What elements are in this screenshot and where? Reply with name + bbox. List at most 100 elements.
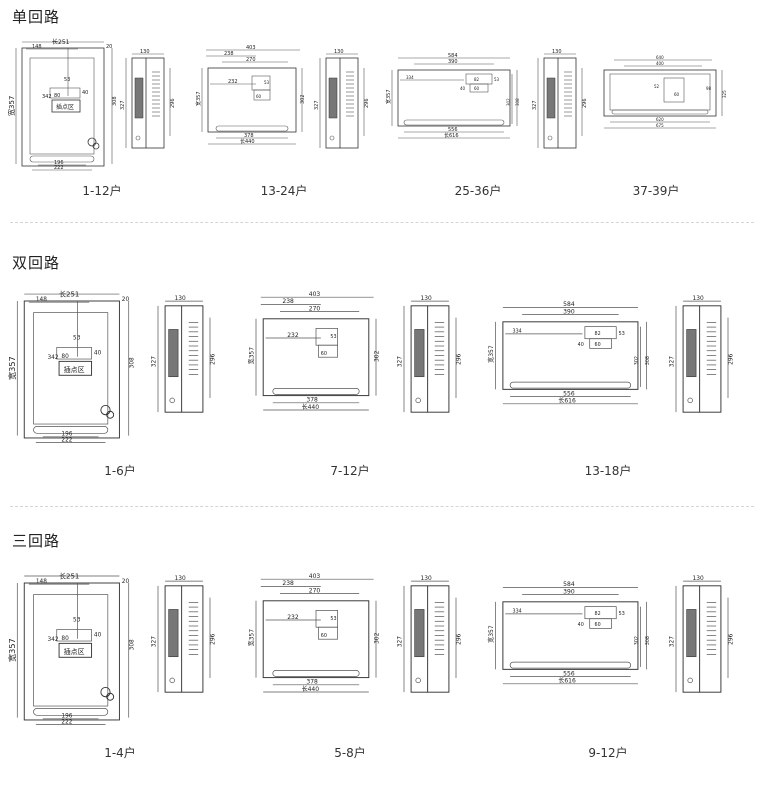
dim-height-outer: 327: [120, 100, 126, 110]
dim-bottom-inner: 378: [306, 397, 318, 404]
dim-height-outer: 327: [670, 636, 676, 647]
cabinet-front-wide-drawing: 584 390 334 82 53 40 60 宽357 302 308 556…: [487, 301, 651, 404]
dim-width: 宽357: [7, 356, 17, 380]
dim-top-outer: 403: [309, 573, 321, 580]
dim-vert-inner: 342: [47, 355, 58, 361]
box-label: 插点区: [64, 365, 85, 374]
dim-small-a: 53: [73, 335, 81, 341]
section-divider: [10, 222, 754, 223]
caption-25-36: 25-36户: [454, 184, 502, 198]
dim-height-outer: 327: [314, 100, 320, 110]
dim-box-a: 40: [578, 342, 584, 348]
dim-height-inner: 296: [729, 633, 735, 644]
dim-small-b: 40: [82, 90, 88, 96]
cabinet-side-drawing: 130 327 296: [314, 49, 370, 149]
dim-box-a: 40: [460, 86, 466, 91]
dim-top-outer: 584: [563, 581, 575, 588]
dim-top-mid: 270: [309, 587, 321, 594]
dim-width: 宽357: [7, 638, 17, 662]
dim-vert-right: 302: [373, 350, 380, 362]
dim-depth: 130: [693, 296, 704, 302]
dim-bottom-inner: 556: [448, 127, 458, 133]
cabinet-front-medium-drawing: 403 238 270 宽357 232 60 53 302 378 长440: [248, 573, 381, 693]
dim-length: 长440: [240, 138, 255, 145]
box-label: 60: [595, 342, 601, 348]
dim-width: 宽357: [487, 625, 495, 643]
dim-bottom-outer: 222: [61, 437, 72, 443]
dim-bottom-inner: 378: [244, 133, 254, 139]
dim-left: 232: [228, 79, 238, 85]
dim-vert-right: 302: [506, 98, 511, 106]
dim-width: 宽357: [385, 89, 392, 104]
dim-small-b: 40: [94, 350, 102, 356]
dim-height-inner: 296: [364, 98, 370, 108]
dim-mid: 52: [654, 84, 660, 89]
dim-left: 232: [287, 614, 299, 621]
dim-top-outer: 584: [563, 301, 575, 308]
dim-height-inner: 296: [582, 98, 588, 108]
dim-height-outer: 327: [152, 356, 158, 367]
dim-small-a: 82: [595, 331, 601, 337]
cabinet-front-xwide-drawing: 640 400 52 60 98 325 620 675: [603, 55, 727, 129]
dim-small-c: 80: [61, 636, 69, 642]
dim-height-inner: 296: [729, 353, 735, 364]
dim-vert-right: 302: [373, 632, 380, 644]
dim-depth: 130: [421, 296, 432, 302]
dim-small-a: 82: [474, 77, 480, 82]
dim-length: 长251: [59, 289, 79, 298]
dim-top-outer: 640: [656, 55, 664, 60]
caption-1-4: 1-4户: [104, 746, 136, 760]
cabinet-side-drawing: 130 327 296: [532, 49, 588, 149]
box-label: 插点区: [56, 103, 74, 111]
dim-height-outer: 327: [152, 636, 158, 647]
dim-bottom-inner: 556: [563, 670, 575, 677]
caption-5-8: 5-8户: [334, 746, 366, 760]
dim-top-outer: 584: [448, 53, 458, 59]
dim-vert-inner2: 308: [129, 639, 135, 650]
dim-right-b: 60: [674, 92, 680, 97]
dim-top-inner: 148: [36, 579, 47, 585]
dim-vert-inner: 342: [42, 94, 52, 100]
dim-width: 宽357: [248, 347, 256, 365]
dim-right-top: 20: [122, 297, 130, 303]
dim-small-b: 53: [619, 331, 625, 337]
caption-7-12: 7-12户: [330, 464, 370, 478]
dim-right-a: 98: [706, 86, 712, 91]
box-label: 插点区: [64, 647, 85, 656]
cabinet-front-small-drawing: 长251 148 宽357 插点区 80 53 40 342 308 20 19…: [7, 38, 118, 171]
dim-depth: 130: [552, 49, 562, 55]
dim-length: 长616: [558, 677, 576, 685]
dim-small-c: 80: [61, 354, 69, 360]
dim-small-b: 40: [94, 632, 102, 638]
dim-small-b: 53: [619, 611, 625, 617]
dim-right-top: 20: [106, 44, 112, 50]
dim-top-inner: 238: [282, 580, 294, 587]
caption-37-39: 37-39户: [632, 184, 680, 198]
caption-9-12: 9-12户: [588, 746, 628, 760]
dim-small-a: 53: [64, 77, 70, 83]
dim-small-a: 53: [330, 616, 336, 622]
section-title-double: 双回路: [12, 254, 61, 272]
cabinet-front-medium-drawing: 403 238 270 宽357 232 60 53 302 378 长440: [195, 45, 306, 145]
dim-right-c: 325: [722, 90, 727, 98]
dim-depth: 130: [140, 49, 150, 55]
dim-width: 宽357: [7, 96, 16, 116]
dim-left: 232: [287, 332, 299, 339]
dim-width: 宽357: [487, 345, 495, 363]
dim-height-inner: 296: [457, 353, 463, 364]
dim-left: 334: [513, 329, 522, 335]
dim-width: 宽357: [195, 91, 202, 106]
dim-top-mid: 270: [309, 305, 321, 312]
dim-bottom-inner: 620: [656, 117, 664, 122]
dim-vert-inner2: 308: [129, 357, 135, 368]
dim-top-inner: 400: [656, 61, 664, 66]
cabinet-side-drawing: 130 327 296: [398, 576, 463, 693]
section-title-triple: 三回路: [12, 532, 61, 550]
dim-bottom-inner: 196: [61, 432, 72, 438]
dim-top-inner: 148: [32, 44, 42, 50]
dim-bottom-inner: 378: [306, 679, 318, 686]
dim-top-inner: 148: [36, 297, 47, 303]
caption-13-18: 13-18户: [584, 464, 632, 478]
dim-depth: 130: [421, 576, 432, 582]
dim-vert-right2: 308: [645, 356, 651, 365]
